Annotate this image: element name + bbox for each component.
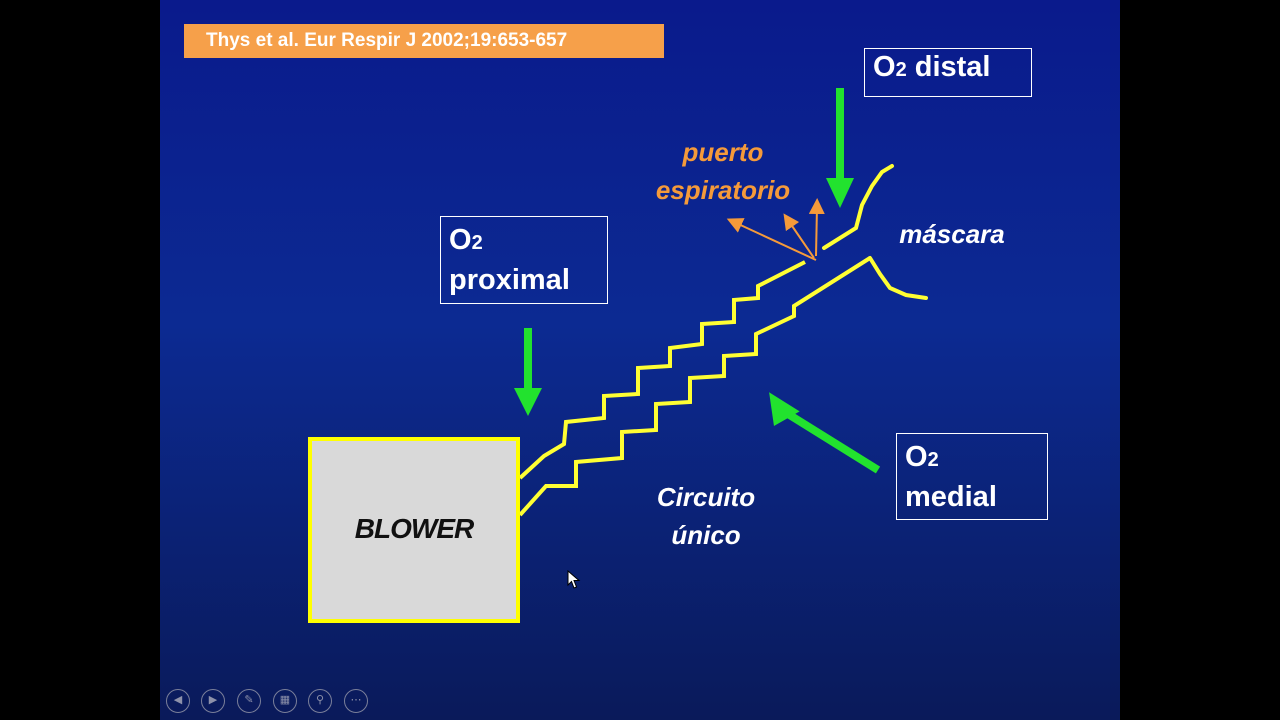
mask-upper-line <box>822 164 894 250</box>
more-icon[interactable]: ⋯ <box>344 689 368 713</box>
o2-symbol: O <box>873 51 896 83</box>
o2-distal-arrow <box>826 88 854 208</box>
zoom-icon[interactable]: ⚲ <box>308 689 332 713</box>
o2-subscript: 2 <box>471 232 483 254</box>
circuito-line: Circuito <box>656 482 756 512</box>
o2-medial-box: O2 medial <box>896 433 1048 520</box>
exhaust-arrow-left <box>726 218 817 261</box>
circuit-diagram <box>514 88 928 517</box>
exhaust-arrow-middle <box>783 213 815 259</box>
circuito-unico-label: Circuito único <box>636 478 776 554</box>
espiratorio-line: espiratorio <box>655 175 791 205</box>
unico-line: único <box>671 520 741 550</box>
o2-distal-label: distal <box>914 51 991 83</box>
slides-icon[interactable]: ▦ <box>273 689 297 713</box>
o2-subscript: 2 <box>927 449 939 471</box>
reference-banner: Thys et al. Eur Respir J 2002;19:653-657 <box>184 24 664 58</box>
blower-label: BLOWER <box>354 513 474 544</box>
next-icon[interactable]: ▶ <box>201 689 225 713</box>
blower-box: BLOWER <box>308 437 520 623</box>
mascara-label: máscara <box>899 219 1005 249</box>
o2-symbol: O <box>905 441 928 473</box>
pen-icon[interactable]: ✎ <box>237 689 261 713</box>
exhaust-arrow-right <box>808 198 825 257</box>
puerto-espiratorio-label: puerto espiratorio <box>640 133 806 209</box>
o2-proximal-label: proximal <box>449 264 570 296</box>
tube-upper-line <box>518 260 806 480</box>
prev-icon[interactable]: ◀ <box>166 689 190 713</box>
o2-symbol: O <box>449 224 472 256</box>
puerto-line: puerto <box>682 137 764 167</box>
o2-proximal-arrow <box>514 328 542 416</box>
o2-proximal-box: O2 proximal <box>440 216 608 304</box>
o2-medial-label: medial <box>905 481 997 513</box>
presentation-slide: Thys et al. Eur Respir J 2002;19:653-657… <box>160 0 1120 720</box>
o2-distal-box: O2 distal <box>864 48 1032 97</box>
mouse-cursor-icon <box>567 570 581 589</box>
mask-lower-line <box>868 256 928 300</box>
tube-lower-line <box>518 256 872 517</box>
o2-subscript: 2 <box>895 59 907 81</box>
o2-medial-arrow <box>769 392 881 474</box>
